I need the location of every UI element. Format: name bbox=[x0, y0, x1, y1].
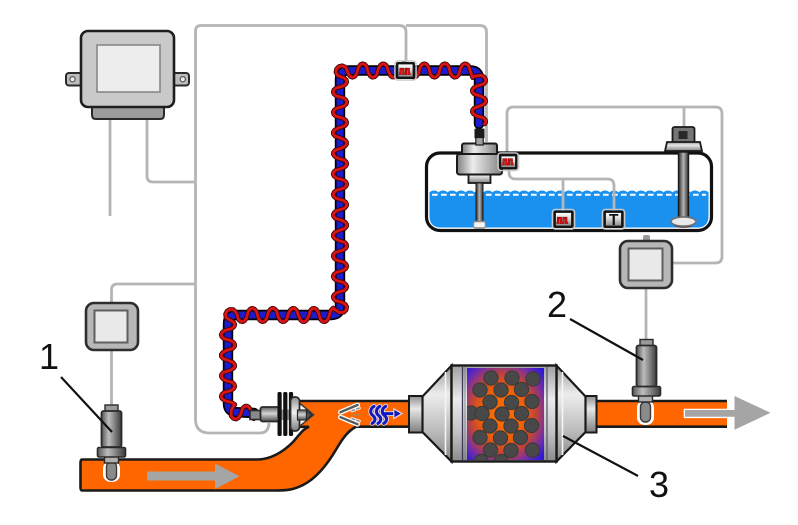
svg-text:1: 1 bbox=[39, 336, 59, 377]
svg-text:T: T bbox=[609, 212, 619, 229]
svg-text:2: 2 bbox=[547, 284, 567, 325]
svg-text:3: 3 bbox=[649, 464, 669, 505]
